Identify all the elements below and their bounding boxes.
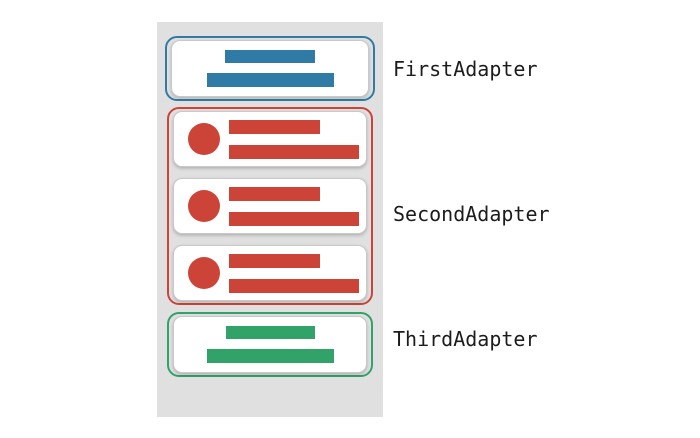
avatar-circle <box>188 257 220 289</box>
text-line-bar <box>229 119 320 134</box>
list-item-card <box>173 178 367 234</box>
text-lines <box>229 253 359 293</box>
list-item-card <box>173 316 367 373</box>
text-line-bar <box>206 349 334 363</box>
text-line-bar <box>229 211 359 226</box>
text-lines <box>229 186 359 226</box>
adapter-label-first: FirstAdapter <box>393 57 538 81</box>
text-line-bar <box>229 144 359 159</box>
text-line-bar <box>206 73 334 87</box>
text-line-bar <box>229 186 320 201</box>
adapter-group-third <box>167 312 373 377</box>
text-lines <box>229 119 359 159</box>
text-line-bar <box>225 50 315 63</box>
adapter-group-first <box>165 36 375 101</box>
avatar-circle <box>188 123 220 155</box>
list-item-card <box>173 245 367 301</box>
avatar-circle <box>188 190 220 222</box>
adapter-label-second: SecondAdapter <box>393 202 550 226</box>
list-item-card <box>173 111 367 167</box>
text-line-bar <box>229 253 320 268</box>
adapter-group-second <box>167 107 373 305</box>
text-line-bar <box>229 278 359 293</box>
list-item-card <box>171 40 369 97</box>
text-line-bar <box>225 326 315 339</box>
adapter-label-third: ThirdAdapter <box>393 327 538 351</box>
